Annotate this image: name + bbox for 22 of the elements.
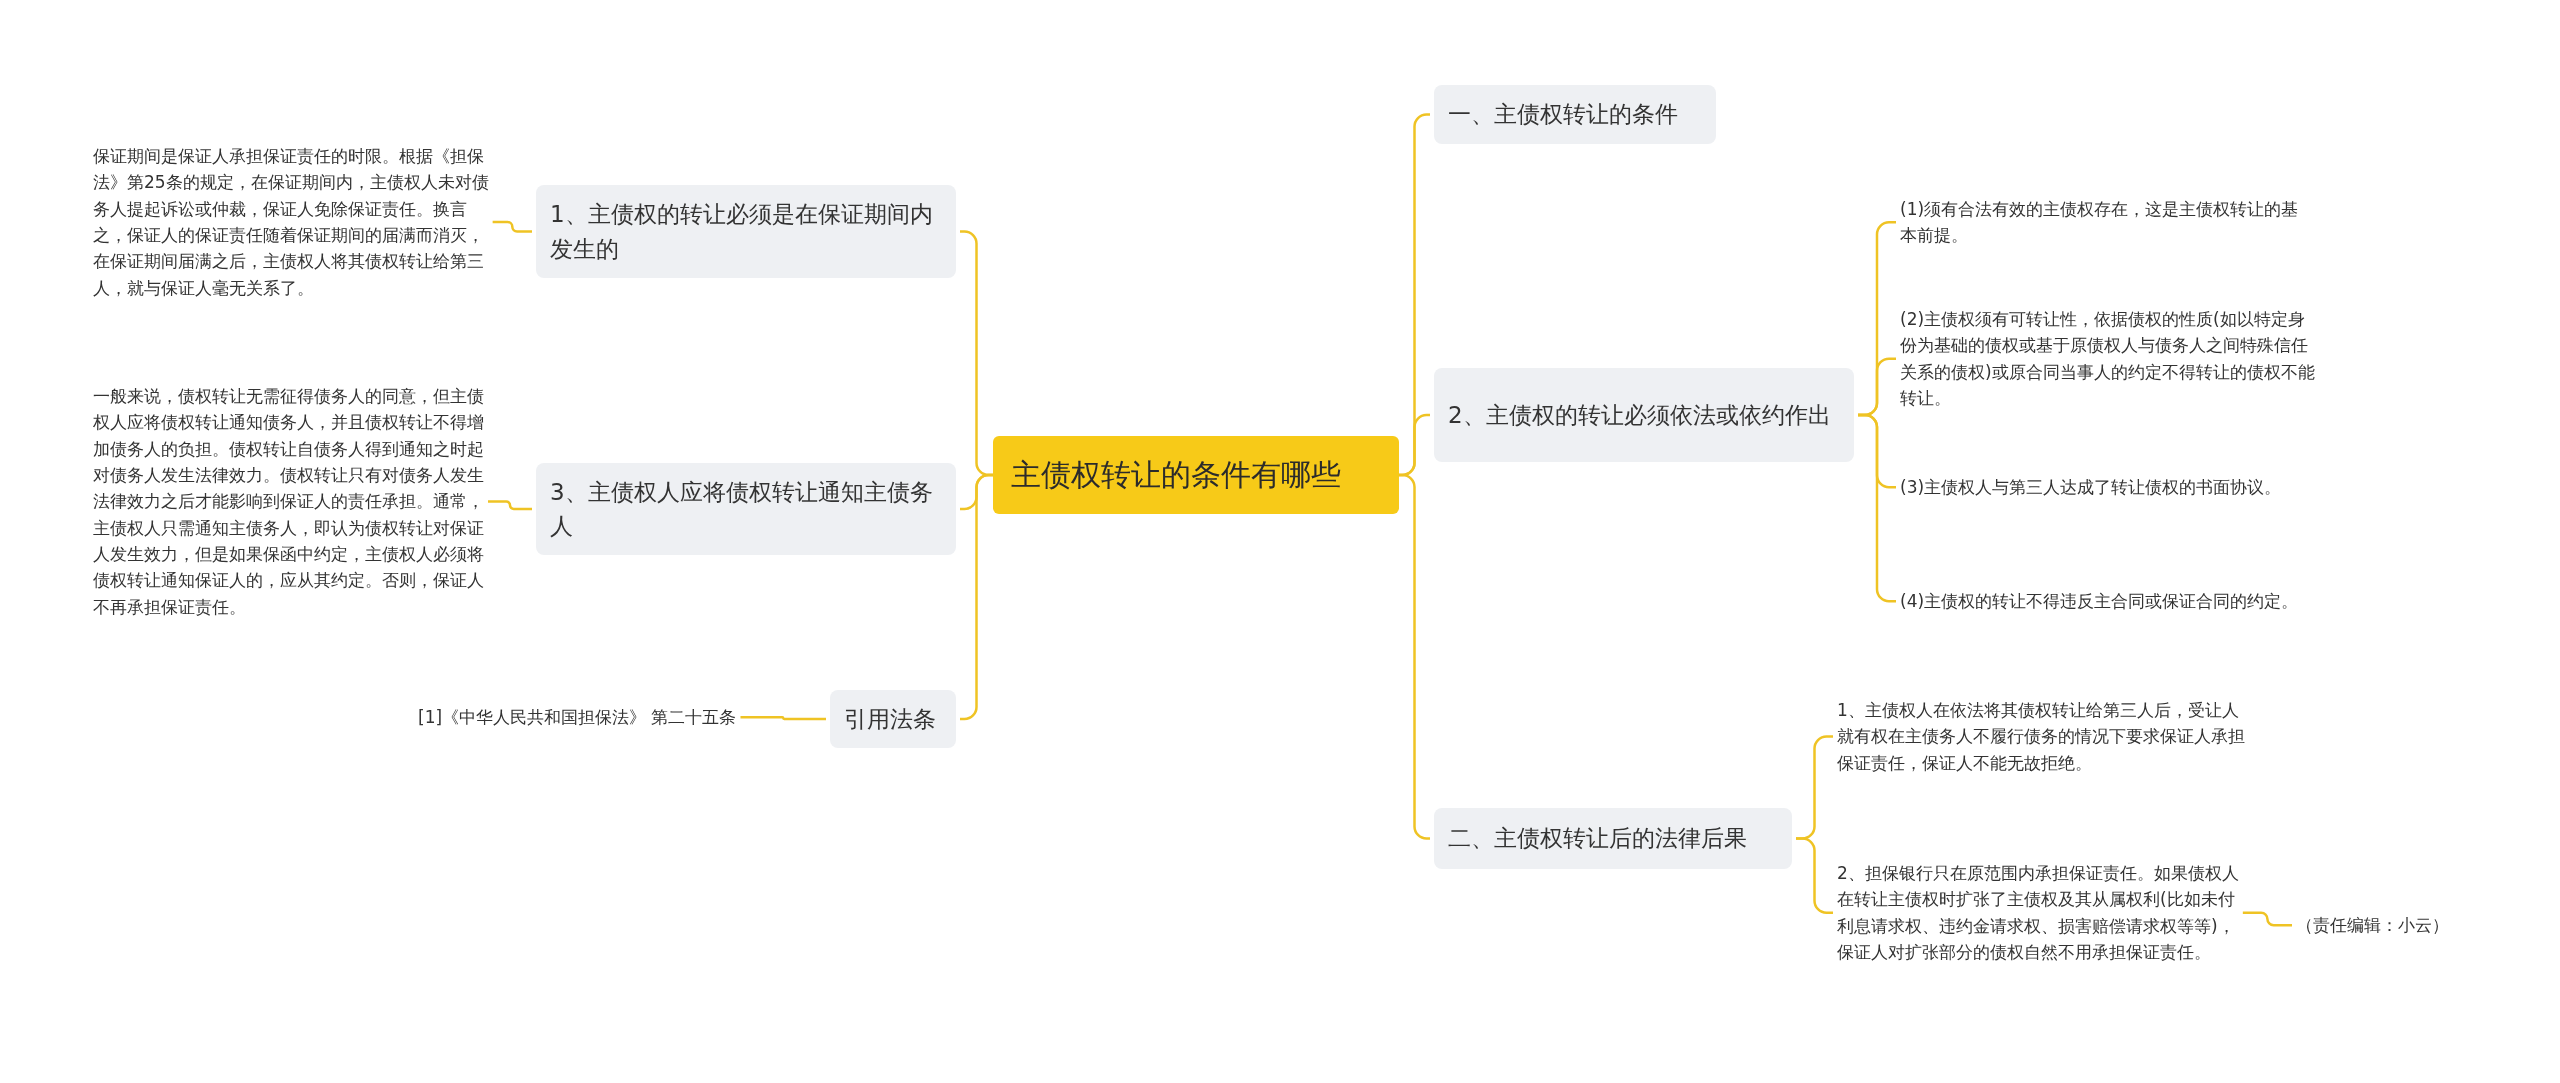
topic-box: 1、主债权的转让必须是在保证期间内发生的 (536, 185, 956, 278)
topic-text: (2)主债权须有可转让性，依据债权的性质(如以特定身份为基础的债权或基于原债权人与债务人之间特殊信任关系的债权)或原合同当事人的约定不得转让的债权不能转让。 (1900, 308, 2316, 411)
connector-line (488, 500, 532, 511)
topic-text: (3)主债权人与第三人达成了转让债权的书面协议。 (1900, 476, 2283, 499)
topic-text: 2、担保银行只在原范围内承担保证责任。如果债权人在转让主债权时扩张了主债权及其从属权利(比如未付利息请求权、违约金请求权、损害赔偿请求权等等)，保证人对扩张部分的债权自然不用承担保证责任。 (1837, 862, 2240, 965)
central-topic-box: 主债权转让的条件有哪些 (993, 436, 1399, 514)
topic-text: [1]《中华人民共和国担保法》 第二十五条 (418, 706, 738, 729)
connector-line (1399, 473, 1430, 840)
topic-box: 一、主债权转让的条件 (1434, 85, 1716, 144)
topic-text: 1、主债权人在依法将其债权转让给第三人后，受让人就有权在主债务人不履行债务的情况下要求保证人承担保证责任，保证人不能无故拒绝。 (1837, 699, 2245, 775)
topic-box: 二、主债权转让后的法律后果 (1434, 808, 1792, 869)
topic-box: 引用法条 (830, 690, 956, 748)
connector-line (740, 715, 826, 721)
connector-line (2242, 911, 2292, 927)
topic-text: (1)须有合法有效的主债权存在，这是主债权转让的基本前提。 (1900, 198, 2300, 248)
topic-text: (4)主债权的转让不得违反主合同或保证合同的约定。 (1900, 590, 2300, 613)
connector-line (492, 220, 532, 233)
topic-text: 保证期间是保证人承担保证责任的时限。根据《担保法》第25条的规定，在保证期间内，主债权人未对债务人提起诉讼或仲裁，保证人免除保证责任。换言之，保证人的保证责任随着保证期间的届满而消灭，在保证期间届满之后，主债权人将其债权转让给第三人，就与保证人毫无关系了。 (93, 145, 490, 300)
topic-text: （责任编辑：小云） (2296, 914, 2450, 937)
topic-box: 3、主债权人应将债权转让通知主债务人 (536, 463, 956, 555)
topic-box: 2、主债权的转让必须依法或依约作出 (1434, 368, 1854, 462)
topic-text: 一般来说，债权转让无需征得债务人的同意，但主债权人应将债权转让通知债务人，并且债权转让不得增加债务人的负担。债权转让自债务人得到通知之时起对债务人发生法律效力。债权转让只有对债务人发生法律效力之后才能影响到保证人的责任承担。通常，主债权人只需通知主债务人，即认为债权转让对保证人发生效力，但是如果保函中约定，主债权人必须将债权转让通知保证人的，应从其约定。否则，保证人不再承担保证责任。 (93, 385, 485, 619)
